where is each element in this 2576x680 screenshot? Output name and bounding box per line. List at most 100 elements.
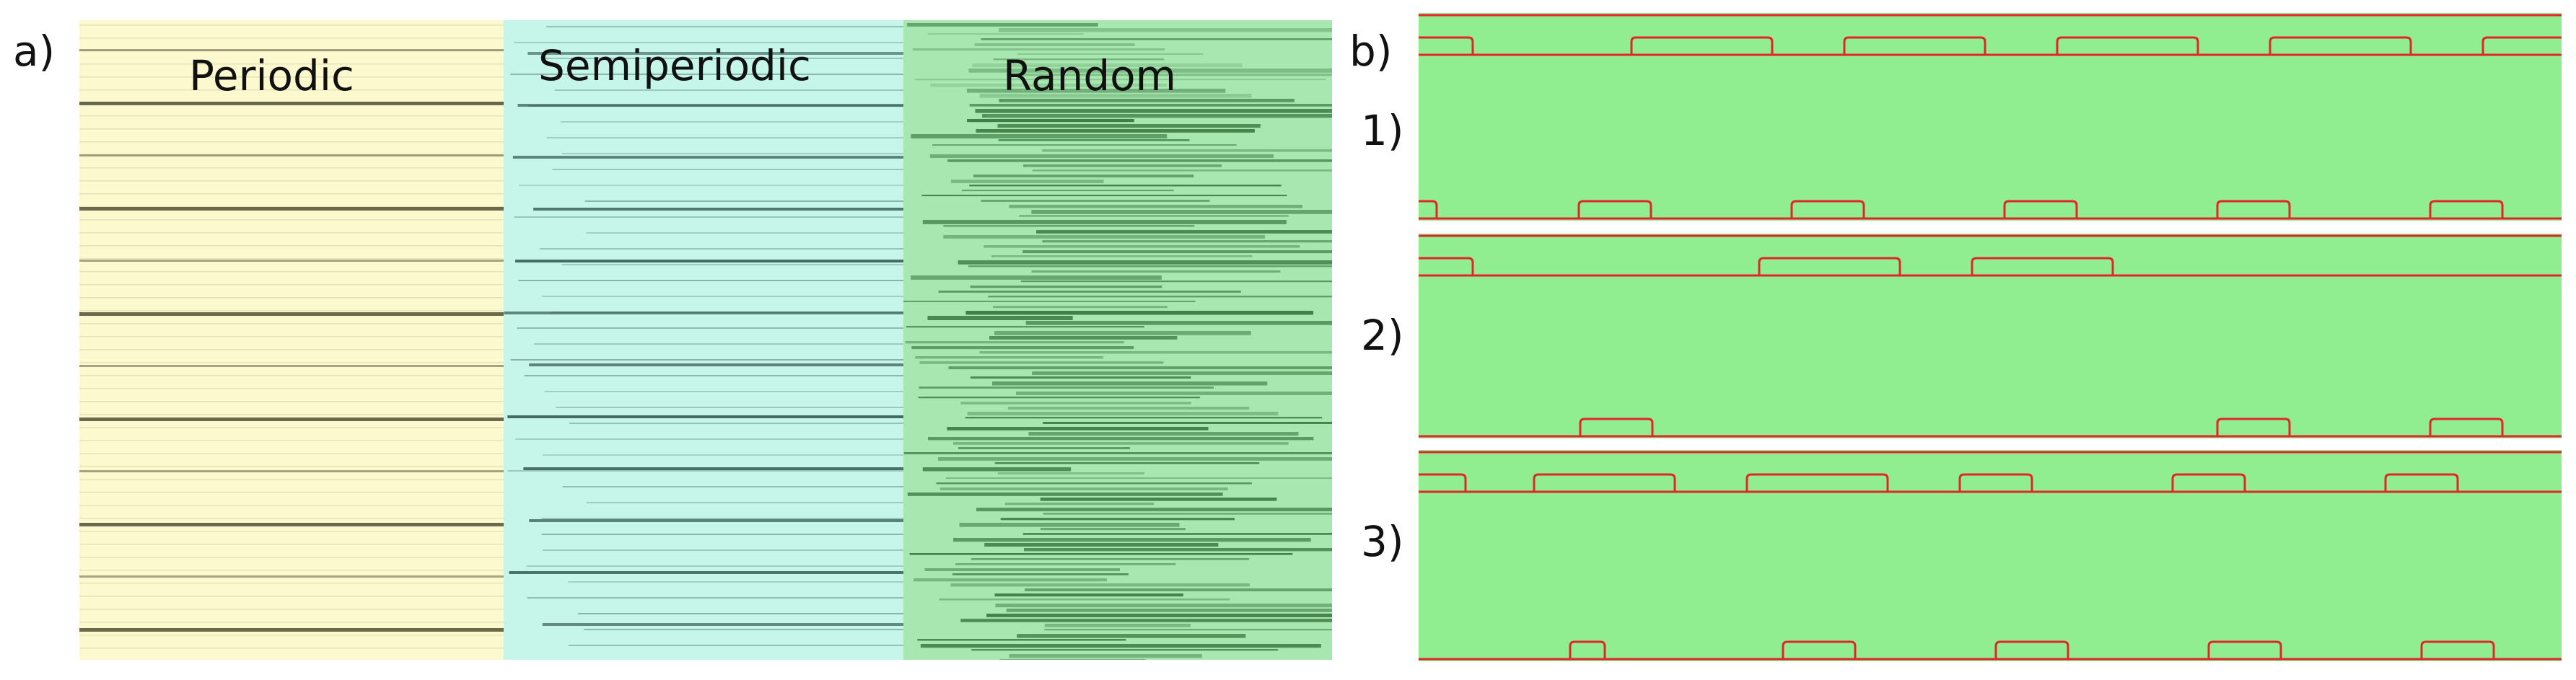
striation-line [971, 558, 1249, 560]
fine-line [79, 427, 504, 428]
striation-line [919, 361, 1164, 364]
striation-line [932, 144, 1237, 146]
striation-line [947, 159, 1332, 162]
fine-line [79, 648, 504, 649]
lower-step [2216, 418, 2291, 436]
striation-line [929, 154, 1274, 158]
striation-line [991, 255, 1253, 257]
striation-line [997, 472, 1145, 474]
fine-line [510, 74, 903, 75]
upper-step [1758, 257, 1901, 275]
fine-line [560, 121, 903, 123]
striation-line [919, 387, 1214, 389]
striation-line [958, 447, 1131, 449]
fine-line [556, 407, 903, 408]
striation-line [939, 487, 1228, 490]
striation-line [1044, 624, 1191, 627]
striation-line [960, 402, 1191, 405]
striation-line [1007, 74, 1332, 76]
striation-line [927, 33, 1084, 35]
upper-step [2384, 473, 2459, 492]
striation-line [1025, 321, 1332, 325]
striation-line [969, 185, 1282, 187]
striation-line [906, 23, 1098, 27]
fine-line [79, 154, 504, 156]
striation-line [943, 235, 1266, 239]
fine-line [561, 153, 903, 154]
striation-line [911, 134, 1167, 138]
fine-line [546, 137, 903, 138]
upper-step [1971, 257, 2114, 275]
striation-line [1032, 371, 1332, 375]
upper-step [1630, 36, 1774, 55]
striation-line [1017, 53, 1204, 56]
striation-line [517, 104, 903, 107]
striation-line [1025, 588, 1332, 592]
striation-line [999, 99, 1294, 102]
striation-line [1031, 270, 1281, 273]
striation-line [79, 154, 504, 156]
striation-line [906, 326, 1144, 328]
fine-line [515, 438, 903, 440]
fine-line [79, 401, 504, 402]
fine-line [586, 232, 903, 234]
step-profile-diagram [1419, 13, 2562, 661]
fine-line [79, 635, 504, 636]
region-title-periodic: Periodic [189, 51, 354, 100]
fine-line [79, 258, 504, 260]
striation-line [1028, 432, 1299, 436]
striation-line [1044, 629, 1332, 631]
fine-line [541, 518, 903, 519]
striation-line [953, 538, 1311, 542]
panel-a-label: a) [13, 27, 56, 76]
striation-line [917, 639, 1126, 641]
striation-line [973, 175, 1194, 178]
upper-step [2481, 36, 2562, 55]
striation-line [512, 156, 903, 159]
upper-step [2171, 473, 2246, 492]
fine-line [543, 549, 903, 551]
striation-line [1043, 422, 1332, 424]
fine-line [526, 565, 903, 567]
striation-line [938, 457, 1332, 461]
fine-line [568, 581, 903, 583]
fine-line [79, 557, 504, 558]
striation-line [1007, 407, 1250, 410]
fine-line [518, 280, 903, 281]
striation-line [994, 331, 1251, 335]
region-semiperiodic [504, 20, 903, 660]
striation-line [1000, 518, 1235, 521]
fine-line [568, 645, 903, 646]
striation-line [997, 124, 1261, 128]
striation-line [953, 442, 1289, 445]
fine-line [79, 375, 504, 376]
striation-line [79, 575, 504, 578]
fine-line [79, 50, 504, 52]
lower-step [2003, 200, 2078, 218]
upper-step [1533, 473, 1676, 492]
striation-line [943, 225, 1195, 227]
striation-line [992, 306, 1167, 309]
striation-line [1040, 528, 1186, 531]
striation-line [1023, 164, 1222, 167]
striation-line [914, 79, 1326, 81]
fine-line [513, 42, 903, 43]
fine-line [542, 296, 903, 297]
striation-line [79, 312, 504, 316]
striation-line [988, 296, 1332, 298]
fine-line [79, 388, 504, 389]
striation-line [999, 659, 1146, 660]
striation-line [1019, 215, 1289, 217]
fine-line [79, 193, 504, 195]
fine-line [542, 58, 903, 59]
striation-line [533, 208, 903, 211]
striation-line [989, 336, 1178, 340]
striation-line [967, 119, 1134, 123]
fine-line [79, 76, 504, 78]
striation-line [983, 245, 1300, 248]
striation-line [976, 129, 1255, 133]
striation-line [972, 63, 1243, 68]
fine-line [554, 89, 903, 91]
panel-b-diagram [1419, 13, 2562, 661]
striation-line [992, 381, 1268, 386]
